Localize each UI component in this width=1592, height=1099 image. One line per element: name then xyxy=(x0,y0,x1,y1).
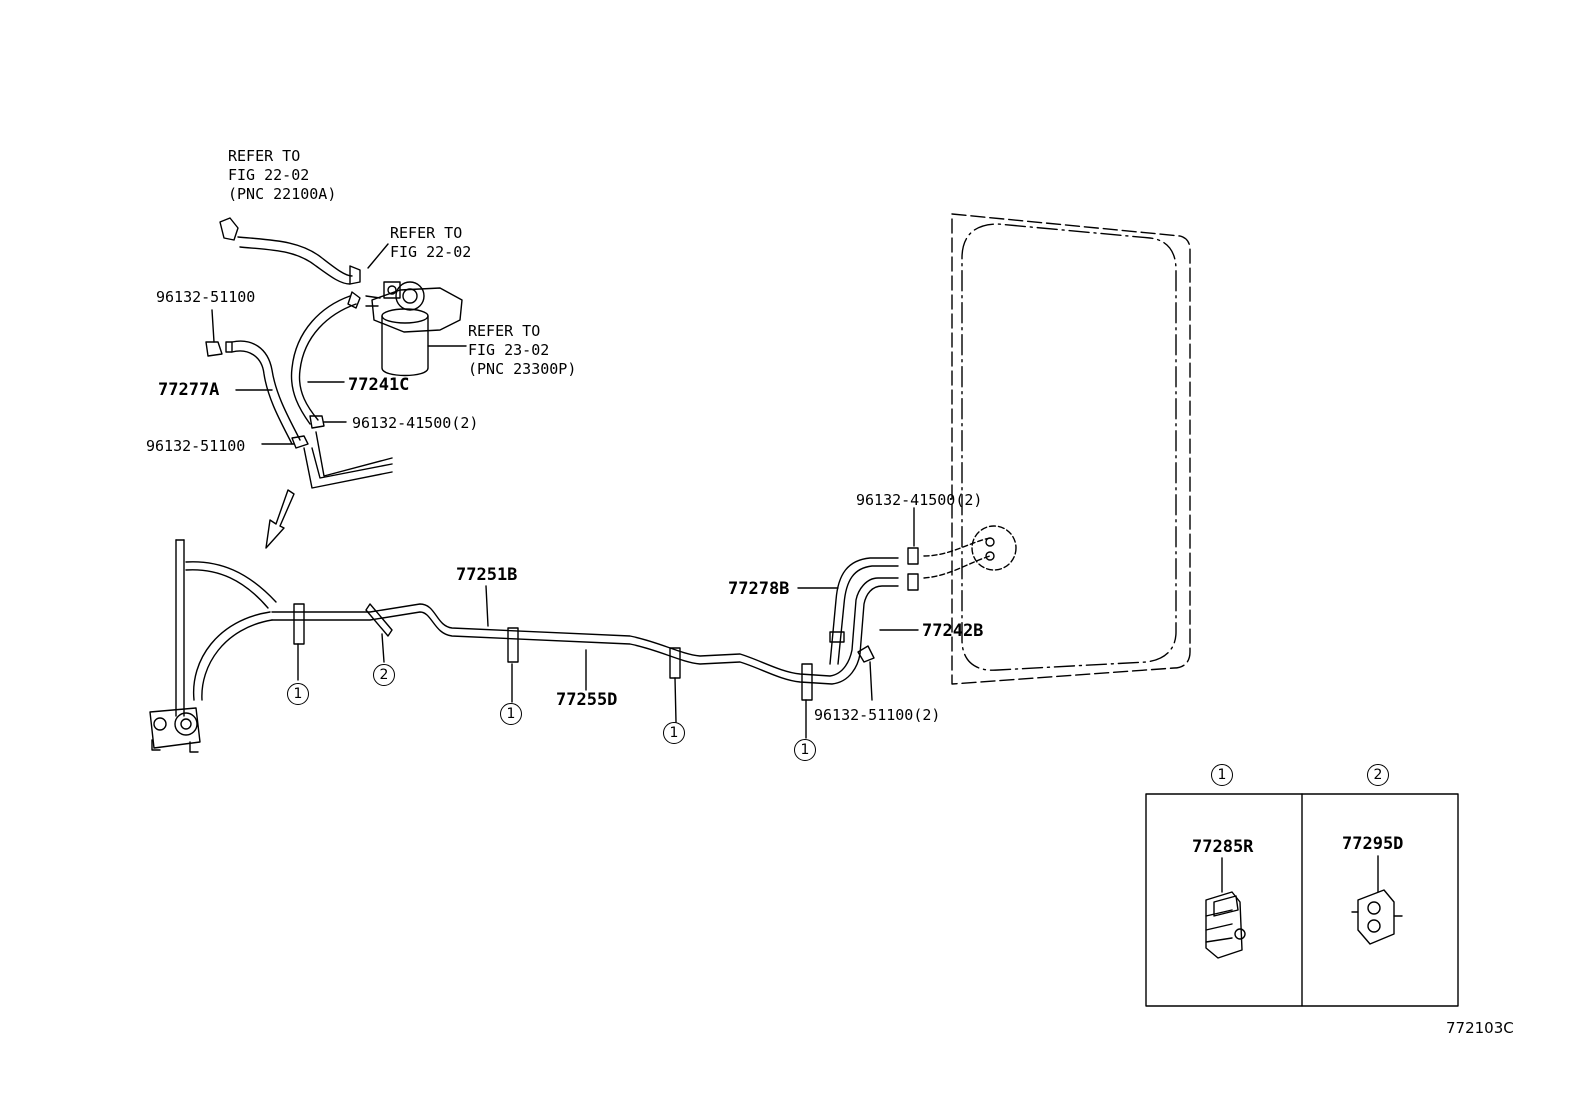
part-77242B: 77242B xyxy=(922,621,984,641)
part-96132-51100-top: 96132-51100 xyxy=(156,288,256,306)
ref-mid-line1: REFER TO xyxy=(390,224,463,242)
ref-top-line1: REFER TO xyxy=(228,147,301,165)
illustration-code: 772103C xyxy=(1446,1019,1514,1037)
part-96132-41500-left: 96132-41500(2) xyxy=(352,414,479,432)
canister-illustration xyxy=(365,281,463,377)
clamp-marker-1d: 1 xyxy=(794,739,816,761)
ref-mid-line2: FIG 22-02 xyxy=(390,243,472,261)
clamp-marker-1c: 1 xyxy=(663,722,685,744)
part-77277A: 77277A xyxy=(158,380,220,400)
ref-top-line2: FIG 22-02 xyxy=(228,166,310,184)
part-77255D: 77255D xyxy=(556,690,618,710)
legend-boxes xyxy=(1145,793,1459,1007)
main-fuel-lines xyxy=(271,557,899,685)
leader-lines xyxy=(211,243,919,739)
hose-77277A xyxy=(205,340,301,445)
legend-part-77285R: 77285R xyxy=(1192,837,1254,857)
ref-right-line3: (PNC 23300P) xyxy=(468,360,577,378)
fuel-tank-outline xyxy=(923,213,1191,685)
clamp-marker-2: 2 xyxy=(373,664,395,686)
part-96132-41500-right: 96132-41500(2) xyxy=(856,491,983,509)
hose-77241C xyxy=(290,291,361,425)
ref-right-line2: FIG 23-02 xyxy=(468,341,550,359)
clamp-77285R-illustration xyxy=(1205,891,1246,959)
legend-marker-1: 1 xyxy=(1211,764,1233,786)
clamp-marker-1b: 1 xyxy=(500,703,522,725)
clamp-77295D-illustration xyxy=(1351,889,1403,945)
pump-unit xyxy=(149,539,277,753)
part-77241C: 77241C xyxy=(348,375,410,395)
legend-part-77295D: 77295D xyxy=(1342,834,1404,854)
part-77251B: 77251B xyxy=(456,565,518,585)
legend-marker-2: 2 xyxy=(1367,764,1389,786)
part-96132-51100-left: 96132-51100 xyxy=(146,437,246,455)
ref-right-line1: REFER TO xyxy=(468,322,541,340)
part-96132-51100-right: 96132-51100(2) xyxy=(814,706,941,724)
part-77278B: 77278B xyxy=(728,579,790,599)
ref-top-line3: (PNC 22100A) xyxy=(228,185,337,203)
clamp-marker-1a: 1 xyxy=(287,683,309,705)
upper-hose xyxy=(219,217,361,285)
direction-arrow xyxy=(265,489,295,549)
tube-junction xyxy=(303,431,393,489)
